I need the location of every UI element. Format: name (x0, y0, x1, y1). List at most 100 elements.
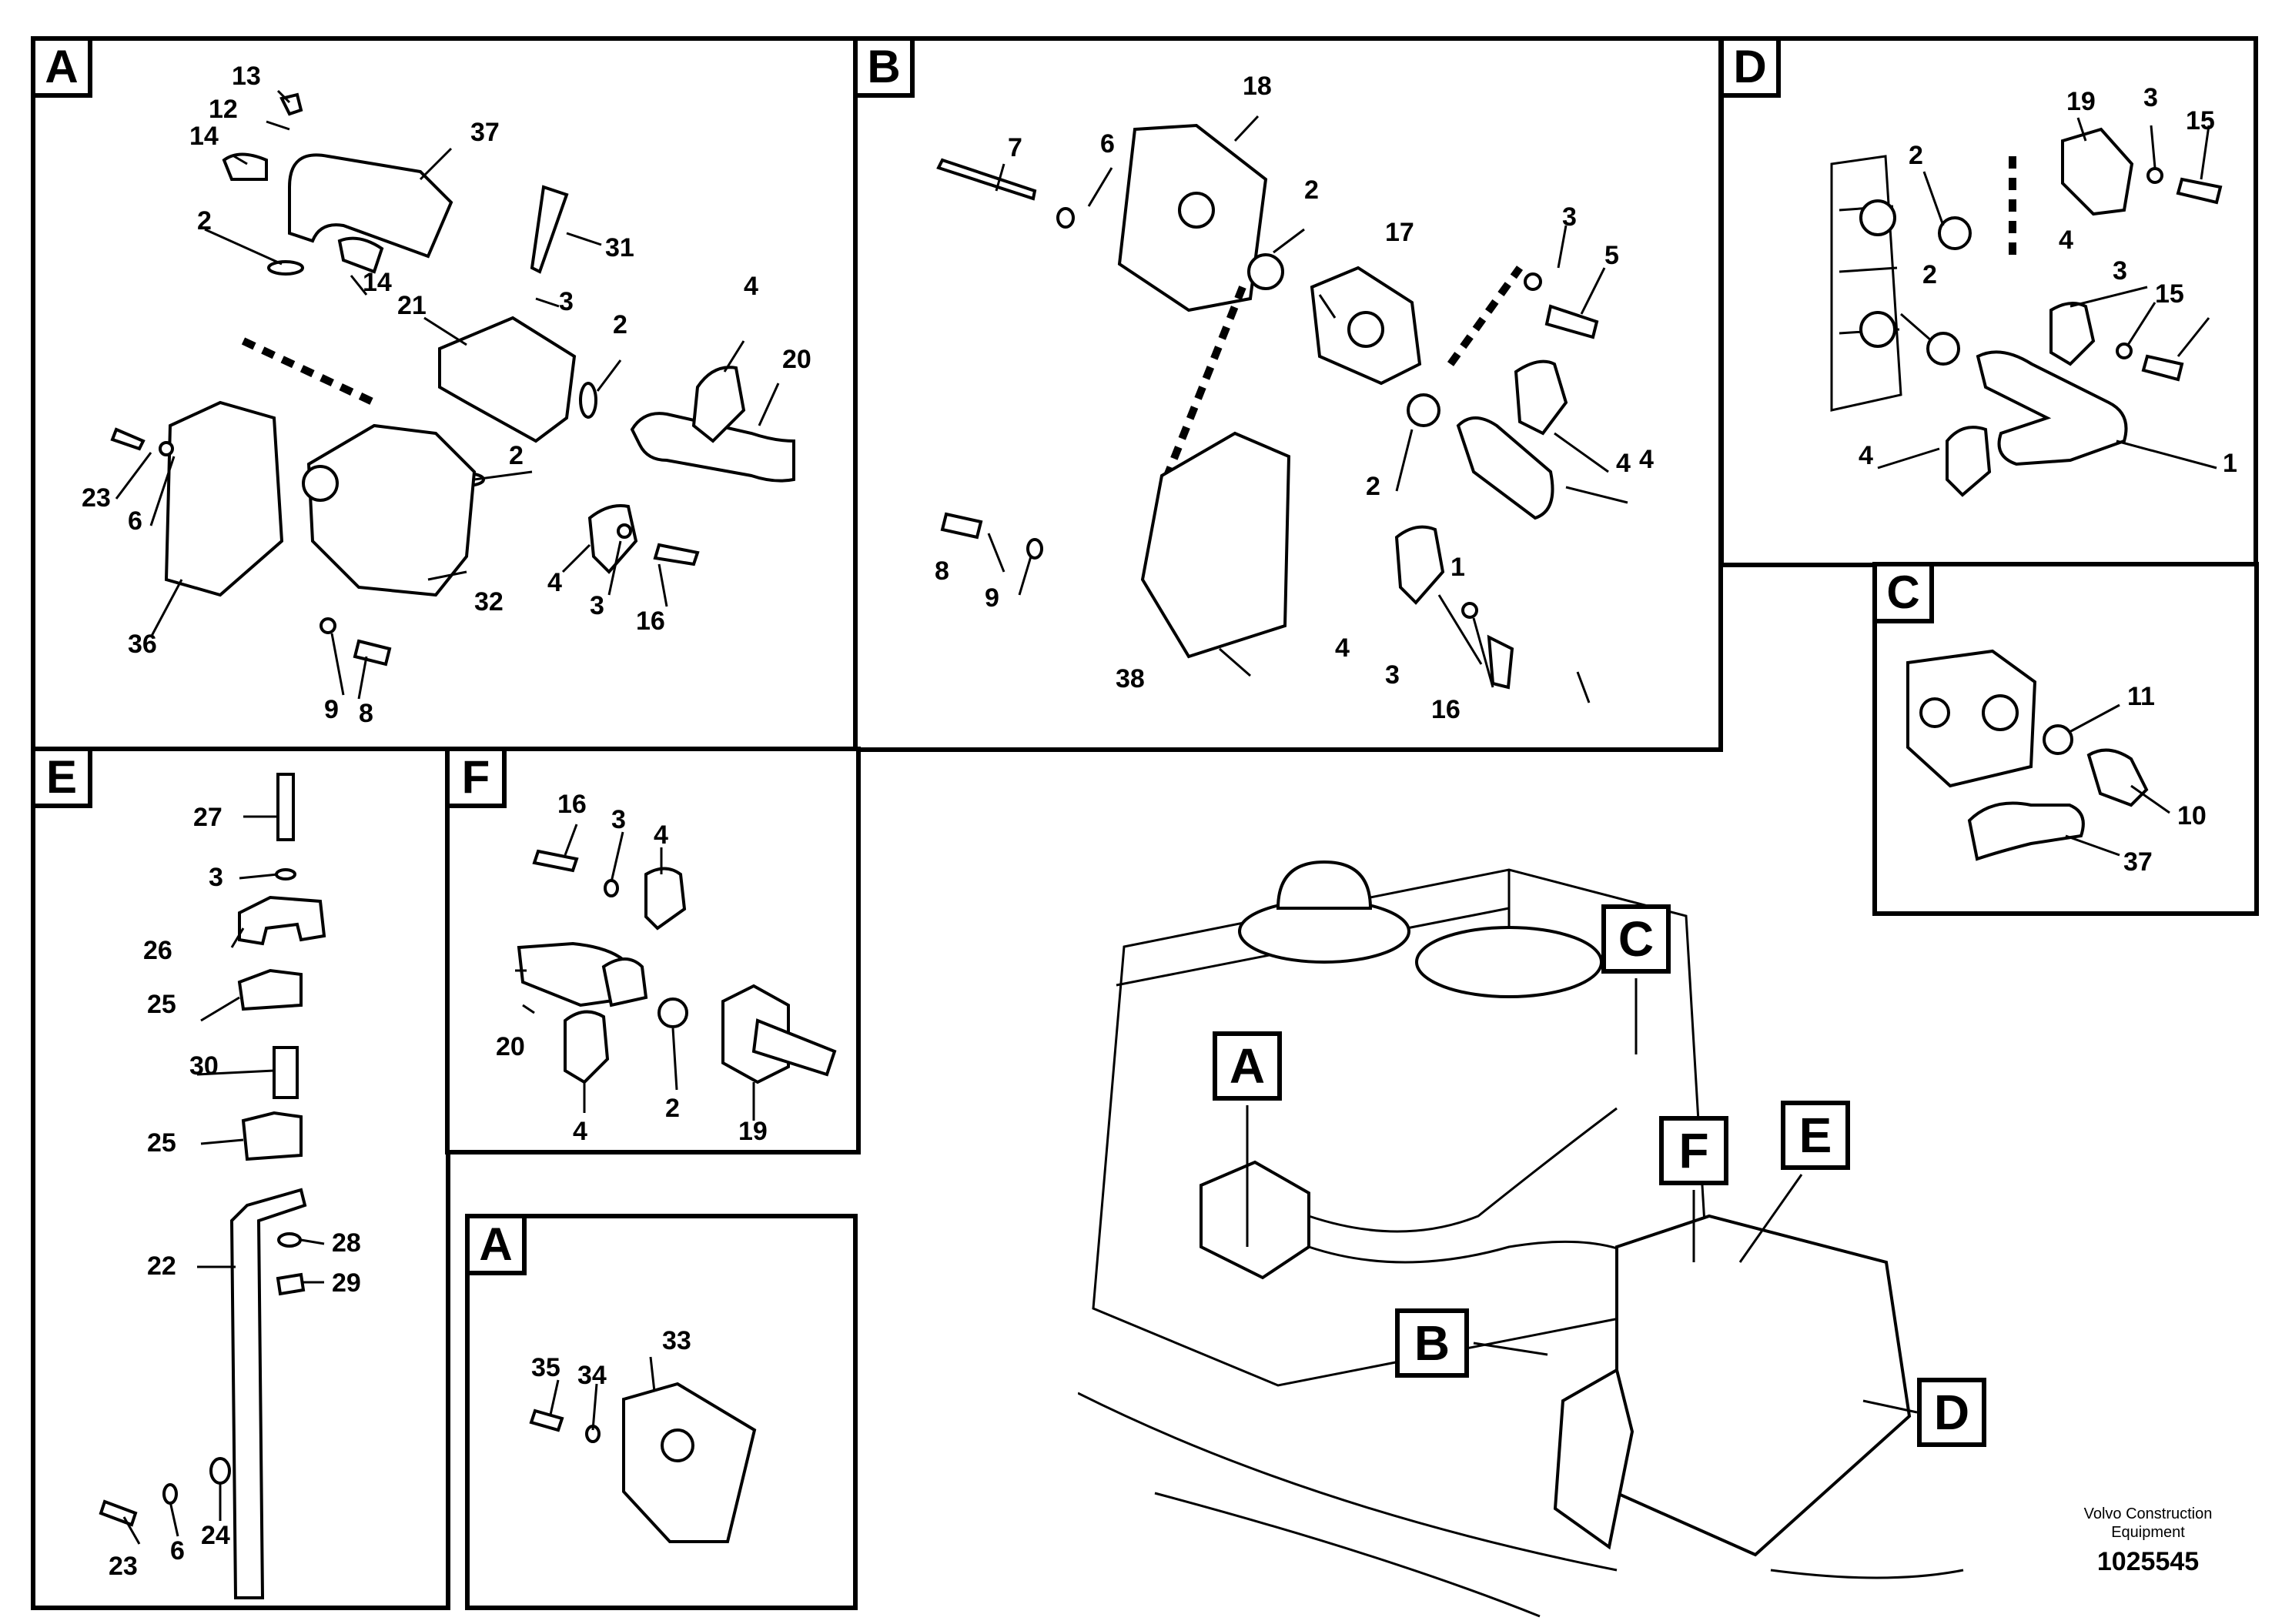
block-33 (622, 1382, 757, 1543)
leader-lines-e (122, 815, 325, 1545)
washer-6 (1056, 207, 1075, 229)
part-15b: 15 (2155, 279, 2184, 309)
tube-19 (751, 1018, 837, 1077)
panel-c: C 11 10 37 (1872, 562, 2259, 916)
panel-a-detail-drawing: 35 34 33 (529, 1326, 757, 1543)
o-ring-2-left (267, 260, 304, 276)
part-4: 4 (654, 820, 668, 850)
screw-16 (532, 849, 579, 873)
part-1: 1 (2223, 449, 2237, 478)
part-30: 30 (189, 1051, 219, 1081)
flange-21 (438, 316, 577, 443)
block-port (1906, 649, 2037, 788)
panel-f: F 16 3 4 20 2 4 19 (445, 747, 861, 1155)
washer-24 (209, 1457, 231, 1485)
panel-b-label: B (853, 36, 915, 98)
part-27: 27 (193, 803, 223, 832)
washer-3 (604, 879, 619, 897)
washer-3 (275, 868, 296, 881)
block-33-port (661, 1429, 694, 1462)
panel-e-label: E (31, 747, 92, 808)
part-14b: 14 (363, 268, 392, 297)
fitting-20 (601, 957, 648, 1007)
clamp-14 (222, 152, 268, 181)
panel-b-drawing: 7 6 18 2 17 3 5 4 2 4 1 8 9 38 4 3 16 (935, 72, 1654, 724)
part-22: 22 (147, 1251, 176, 1281)
screw-15 (2176, 177, 2223, 205)
part-6: 6 (1100, 129, 1115, 159)
assembly-dash-b2 (1162, 286, 1246, 481)
o-ring-2-b (1407, 393, 1440, 427)
panel-d-drawing: 19 3 15 2 4 2 3 15 4 1 (1830, 83, 2237, 497)
o-ring-2 (657, 997, 688, 1028)
part-16: 16 (636, 606, 665, 636)
callout-b: B (1395, 1308, 1469, 1378)
valve-a-overview (1200, 1160, 1310, 1280)
part-19: 19 (738, 1117, 768, 1146)
footer-company: Volvo Construction Equipment (2056, 1505, 2240, 1542)
part-21: 21 (397, 291, 427, 320)
screw-31 (530, 185, 569, 274)
part-17: 17 (1385, 218, 1414, 247)
screw-8 (940, 512, 983, 540)
part-6: 6 (170, 1536, 185, 1566)
callout-f: F (1659, 1116, 1728, 1185)
screw-16 (653, 543, 700, 566)
leader-lines-b (987, 115, 1628, 703)
o-ring-2 (1247, 253, 1284, 290)
part-36: 36 (128, 630, 157, 659)
port-1 (1919, 697, 1950, 728)
panel-a-detail-label: A (465, 1214, 527, 1275)
panel-c-label: C (1872, 562, 1934, 623)
overview-drawing (1078, 860, 1964, 1618)
part-6: 6 (128, 506, 142, 536)
part-13: 13 (232, 62, 261, 91)
half-clamp-4-upper (2049, 302, 2096, 366)
panel-a-detail: A 35 34 33 (465, 1214, 858, 1610)
hose-37 (288, 153, 453, 259)
half-clamp-4-lower (564, 1010, 610, 1084)
half-clamp-4-upper (691, 366, 746, 443)
o-ring-2-right (579, 382, 597, 419)
leader-lines-f (515, 824, 755, 1121)
part-numbers-e: 27 3 26 25 30 25 28 22 29 23 6 24 (109, 803, 361, 1581)
part-3b: 3 (1385, 660, 1400, 690)
screw-35 (529, 1408, 564, 1432)
clamp-14-b (337, 236, 384, 274)
part-2b: 2 (1366, 472, 1380, 501)
part-38: 38 (1116, 664, 1145, 693)
leader-lines-c (2065, 703, 2170, 857)
part-4b: 4 (1859, 441, 1873, 470)
elbow-1 (1976, 350, 2128, 466)
sleeve-30 (273, 1046, 299, 1099)
part-4b: 4 (573, 1117, 587, 1146)
elbow-10 (2086, 748, 2149, 807)
panel-a-label: A (31, 36, 92, 98)
clamp-half-25-lower (241, 1111, 303, 1161)
washer-3-b (2116, 343, 2133, 359)
control-valve-bank (1615, 1214, 1912, 1557)
flange-19 (2061, 127, 2134, 216)
leader-lines-a-detail (549, 1356, 656, 1431)
callout-a: A (1213, 1031, 1282, 1101)
part-31: 31 (605, 233, 634, 262)
flange-17-port (1347, 311, 1384, 348)
part-20: 20 (496, 1032, 525, 1061)
valve-32-port (302, 465, 339, 502)
half-clamp-4-lower (1946, 426, 1992, 497)
part-2: 2 (197, 206, 212, 236)
screw-8 (353, 639, 392, 667)
part-9: 9 (985, 583, 999, 613)
hose-20 (630, 412, 795, 483)
panel-d-label: D (1719, 36, 1781, 98)
part-numbers-d: 19 3 15 2 4 2 3 15 4 1 (1859, 83, 2237, 478)
o-ring-2-upper (1938, 216, 1972, 250)
half-clamp-4-upper (1514, 359, 1568, 436)
part-2b: 2 (1922, 260, 1937, 289)
panel-e: E 27 3 26 25 30 25 28 22 (31, 747, 450, 1610)
part-37: 37 (2123, 847, 2153, 877)
valve-block-outline (1830, 155, 1902, 412)
callout-d: D (1917, 1378, 1986, 1447)
part-numbers-c: 11 10 37 (2123, 682, 2207, 877)
